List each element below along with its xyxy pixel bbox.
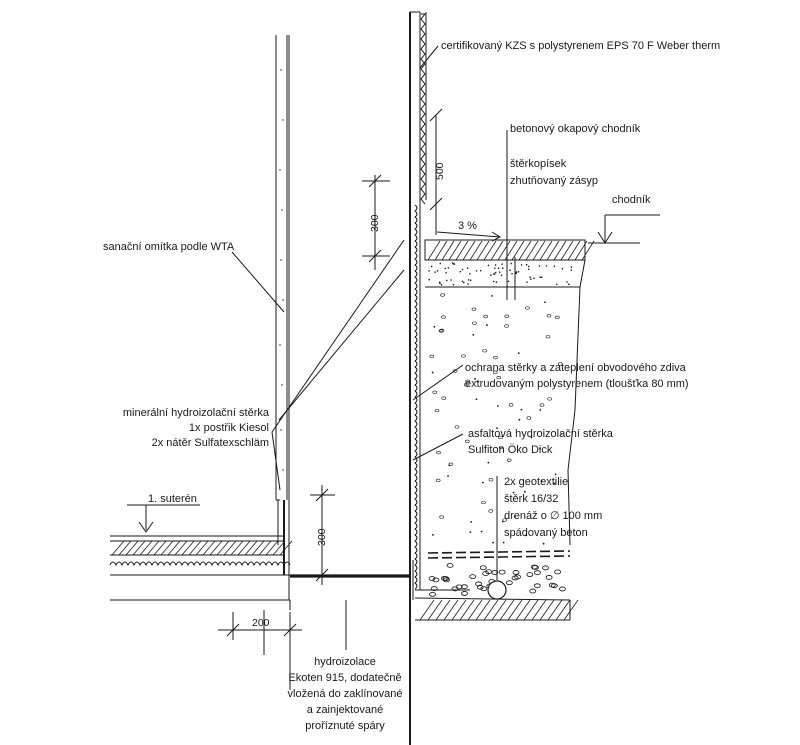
dim-200-label: 200 <box>252 617 270 629</box>
label-sloped-concrete: spádovaný beton <box>504 527 588 539</box>
dimension-500: 500 <box>429 108 446 235</box>
annotations: certifikovaný KZS s polystyrenem EPS 70 … <box>103 40 720 732</box>
label-compacted-fill: zhutňovaný zásyp <box>510 175 598 187</box>
basement-level <box>127 504 200 533</box>
label-protection-1: ochrana stěrky a zateplení obvodového zd… <box>465 362 687 374</box>
label-gravel-sand: štěrkopísek <box>510 158 567 170</box>
label-basement: 1. suterén <box>148 493 197 505</box>
label-sanitary-plaster: sanační omítka podle WTA <box>103 241 235 253</box>
slope-arrow: 3 % <box>436 220 502 242</box>
label-mineral-2: 1x postřik Kiesol <box>189 422 269 434</box>
label-hydro-4: a zainjektované <box>307 704 383 716</box>
label-mineral-1: minerální hydroizolační stěrka <box>123 407 270 419</box>
label-hydro-1: hydroizolace <box>314 656 376 668</box>
dim-500-label: 500 <box>434 162 446 180</box>
backfill-area <box>414 239 595 621</box>
dimension-300-upper: 300 <box>362 174 390 270</box>
label-drain: drenáž o ∅ 100 mm <box>504 510 602 522</box>
dimension-300-lower: 300 <box>310 485 335 585</box>
pavement-level <box>588 214 660 244</box>
basement-floor <box>109 500 410 610</box>
label-pavement: chodník <box>612 194 651 206</box>
label-mineral-3: 2x nátěr Sulfatexschläm <box>152 437 269 449</box>
label-asphalt-1: asfaltová hydroizolační stěrka <box>468 428 614 440</box>
label-geotextile: 2x geotextilie <box>504 476 568 488</box>
label-gravel: štěrk 16/32 <box>504 493 558 505</box>
label-protection-2: extrudovaným polystyrenem (tloušťka 80 m… <box>465 378 689 390</box>
label-hydro-5: proříznuté spáry <box>305 720 385 732</box>
protection-layer <box>414 204 418 590</box>
label-hydro-2: Ekoten 915, dodatečně <box>288 672 401 684</box>
slope-label: 3 % <box>458 220 477 232</box>
dimension-200: 200 <box>218 612 302 690</box>
leader-lines <box>231 45 516 655</box>
interior-plaster <box>275 35 288 501</box>
label-hydro-3: vložená do zaklínované <box>288 688 403 700</box>
etics-insulation <box>410 11 427 590</box>
label-concrete-apron: betonový okapový chodník <box>510 123 641 135</box>
label-asphalt-2: Sulfiton Öko Dick <box>468 444 553 456</box>
dim-300-lower-label: 300 <box>316 528 328 546</box>
masonry-wall <box>288 12 414 745</box>
dim-300-upper-label: 300 <box>369 214 381 232</box>
label-certified-etics: certifikovaný KZS s polystyrenem EPS 70 … <box>441 40 720 52</box>
